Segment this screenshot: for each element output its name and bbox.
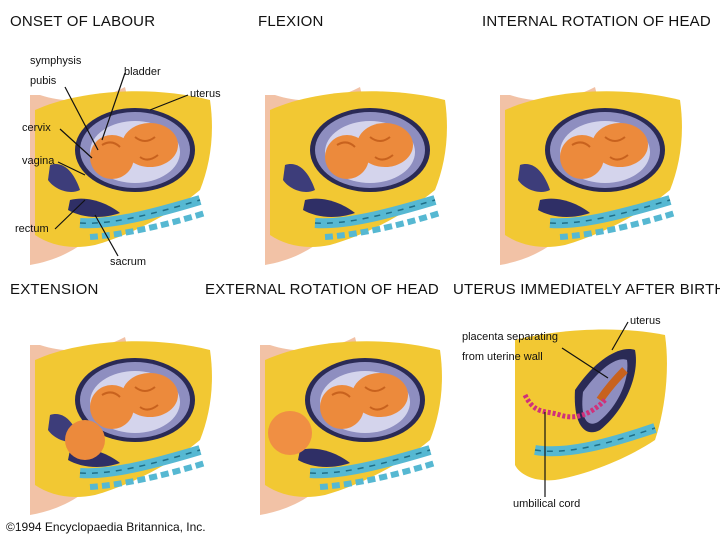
title-uterus-after-birth: UTERUS IMMEDIATELY AFTER BIRTH — [453, 281, 720, 298]
label-placenta-line-2: from uterine wall — [462, 351, 543, 363]
label-pubis: pubis — [30, 75, 57, 87]
title-onset-of-labour: ONSET OF LABOUR — [10, 13, 156, 30]
umbilical-cord-shape — [522, 393, 607, 420]
label-sacrum: sacrum — [110, 256, 147, 268]
label-uterus-after-birth: uterus — [630, 315, 661, 327]
title-flexion: FLEXION — [258, 13, 324, 30]
illustration-flexion — [275, 95, 455, 265]
label-symphysis: symphysis — [30, 55, 82, 67]
illustration-onset-of-labour — [40, 95, 220, 265]
illustration-internal-rotation — [510, 95, 690, 265]
illustration-extension — [40, 345, 220, 515]
label-placenta-line-1: placenta separating — [462, 331, 559, 343]
title-external-rotation: EXTERNAL ROTATION OF HEAD — [205, 281, 439, 298]
label-bladder: bladder — [124, 66, 161, 78]
label-uterus: uterus — [190, 88, 221, 100]
title-internal-rotation: INTERNAL ROTATION OF HEAD — [482, 13, 711, 30]
copyright-notice: ©1994 Encyclopaedia Britannica, Inc. — [6, 520, 206, 534]
label-rectum: rectum — [15, 223, 49, 235]
label-cervix: cervix — [22, 122, 51, 134]
fetal-head-delivered — [268, 411, 312, 455]
fetal-head-emerging — [65, 420, 105, 460]
label-umbilical-cord: umbilical cord — [513, 498, 581, 510]
title-extension: EXTENSION — [10, 281, 99, 298]
label-vagina: vagina — [22, 155, 55, 167]
illustration-external-rotation — [270, 345, 450, 515]
illustration-after-birth — [515, 329, 667, 481]
